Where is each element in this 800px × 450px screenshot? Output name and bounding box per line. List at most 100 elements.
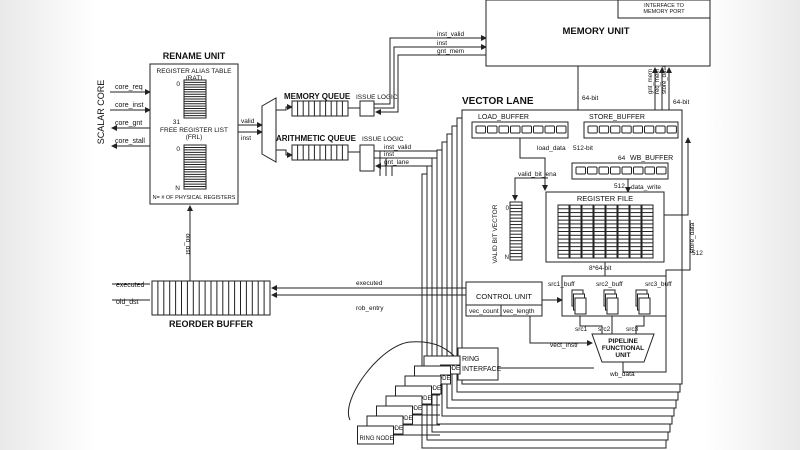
load-buffer-cell xyxy=(487,125,498,134)
src2-buff-label: src2_buff xyxy=(596,281,623,288)
wb-data-label: wb_data xyxy=(609,371,635,378)
wb-buffer-cell xyxy=(587,166,598,175)
wb-width-label: 64 xyxy=(618,155,626,162)
vbv-index-top: 0 xyxy=(506,206,510,212)
valid-bit-ena-label: valid_bit_ena xyxy=(518,171,557,178)
wb-buffer-cell xyxy=(644,166,655,175)
load-buffer-cell xyxy=(475,125,486,134)
frl-label: FREE REGISTER LIST(FRL) xyxy=(160,127,228,141)
wb-buffer-cell xyxy=(621,166,632,175)
vec-length-label: vec_length xyxy=(503,308,535,315)
ring-node-label: RING NODE xyxy=(360,436,394,442)
load-width-label: 512-bit xyxy=(573,145,593,152)
pipeline-functional-unit xyxy=(591,333,655,363)
load-buffer-cell xyxy=(544,125,555,134)
vect-instr-label: vect_Instr xyxy=(550,342,579,349)
load-buffer-cell xyxy=(510,125,521,134)
lane-gnt-lane-label: gnt_lane xyxy=(384,159,409,166)
rat-index-bottom: 31 xyxy=(173,119,181,126)
mem-store-data-vlabel: store_data xyxy=(662,65,668,94)
executed-signal-label: executed xyxy=(356,280,383,287)
store-buffer-cell xyxy=(598,125,610,134)
rob-entry-label: rob_entry xyxy=(356,305,384,312)
load-buffer-title: LOAD_BUFFER xyxy=(478,114,529,121)
store-buffer-cell xyxy=(655,125,666,134)
src1-buff-label: src1_buff xyxy=(548,281,575,288)
load-buffer-cell xyxy=(533,125,544,134)
rename-inst-label: inst xyxy=(241,135,251,142)
frl-index-top: 0 xyxy=(176,146,180,153)
memory-port-interface xyxy=(617,0,711,19)
lane-inst-valid-label: inst_valid xyxy=(384,144,411,151)
rename-unit-title: RENAME UNIT xyxy=(163,51,226,61)
mem-inst-label: inst xyxy=(437,40,447,47)
lane-inst-label: inst xyxy=(384,151,394,158)
mem-width-label-b: 64-bit xyxy=(673,99,689,106)
rat-label: REGISTER ALIAS TABLE(RAT) xyxy=(157,68,233,82)
store-buffer-cell xyxy=(610,125,621,134)
load-buffer-cell xyxy=(521,125,532,134)
ring-loop xyxy=(347,341,459,421)
wb-buffer-title: WB_BUFFER xyxy=(630,155,673,162)
register-file-title: REGISTER FILE xyxy=(577,194,633,203)
vec-count-label: vec_count xyxy=(469,308,499,315)
dispatch-demux xyxy=(261,97,277,163)
store-width-label: 512 xyxy=(692,250,703,257)
rob-executed-label: executed xyxy=(116,282,145,289)
arithmetic-queue-title: ARITHMETIC QUEUE xyxy=(276,134,357,143)
source-buffer xyxy=(638,297,651,315)
memory-issue-logic xyxy=(359,100,375,117)
load-buffer-cell xyxy=(556,125,567,134)
arith-issue-logic xyxy=(359,144,375,172)
load-buffer-cell xyxy=(498,125,509,134)
core-signal-label: core_gnt xyxy=(115,120,142,127)
mem-inst-valid-label: inst_valid xyxy=(437,31,464,38)
frl-note: N= # OF PHYSICAL REGISTERS xyxy=(153,195,236,201)
store-buffer-cell xyxy=(632,125,644,134)
core-signal-label: core_req xyxy=(115,84,143,91)
core-signal-label: core_stall xyxy=(115,138,145,145)
src3-label: src3 xyxy=(626,326,639,333)
rat-index-top: 0 xyxy=(176,81,180,88)
wb-buffer-cell xyxy=(575,166,586,175)
rename-valid-label: valid xyxy=(241,118,255,125)
core-signals: core_req core_inst core_gnt core_stall xyxy=(110,84,151,149)
wb-buffer-cell xyxy=(610,166,621,175)
data-write-label: data_write xyxy=(631,184,661,191)
control-unit xyxy=(465,281,543,317)
source-buffer xyxy=(606,297,619,315)
mem-width-label-a: 64-bit xyxy=(582,95,598,102)
mem-req-mem-vlabel: req_mem xyxy=(655,69,661,94)
memory-unit-title: MEMORY UNIT xyxy=(562,26,629,37)
rob-title: REORDER BUFFER xyxy=(169,319,254,329)
wb-out-width: 512 xyxy=(614,183,625,190)
src3-buff-label: src3_buff xyxy=(645,281,672,288)
store-buffer-cell xyxy=(666,125,677,134)
core-signal-label: core_inst xyxy=(115,102,143,109)
control-unit-title: CONTROL UNIT xyxy=(476,292,532,301)
src2-label: src2 xyxy=(598,326,611,333)
vector-lane-title: VECTOR LANE xyxy=(462,96,534,107)
old-dst-vlabel: old_dst xyxy=(184,234,191,255)
mem-gnt-mem-label: gnt_mem xyxy=(437,48,464,55)
wb-buffer-cell xyxy=(598,166,609,175)
store-buffer-cell xyxy=(587,125,598,134)
scalar-core-label: SCALAR CORE xyxy=(96,80,106,145)
store-buffer-title: STORE_BUFFER xyxy=(589,114,645,121)
memory-queue-title: MEMORY QUEUE xyxy=(284,92,351,101)
source-buffer xyxy=(574,297,587,315)
vbv-index-bottom: N xyxy=(505,255,509,261)
memory-issue-logic-label: ISSUE LOGIC xyxy=(356,94,398,101)
frl-index-bottom: N xyxy=(175,185,180,192)
store-buffer-cell xyxy=(621,125,632,134)
ring-interface xyxy=(457,347,499,381)
load-data-label: load_data xyxy=(537,145,566,152)
wb-buffer-cell xyxy=(656,166,667,175)
src1-label: src1 xyxy=(575,326,588,333)
